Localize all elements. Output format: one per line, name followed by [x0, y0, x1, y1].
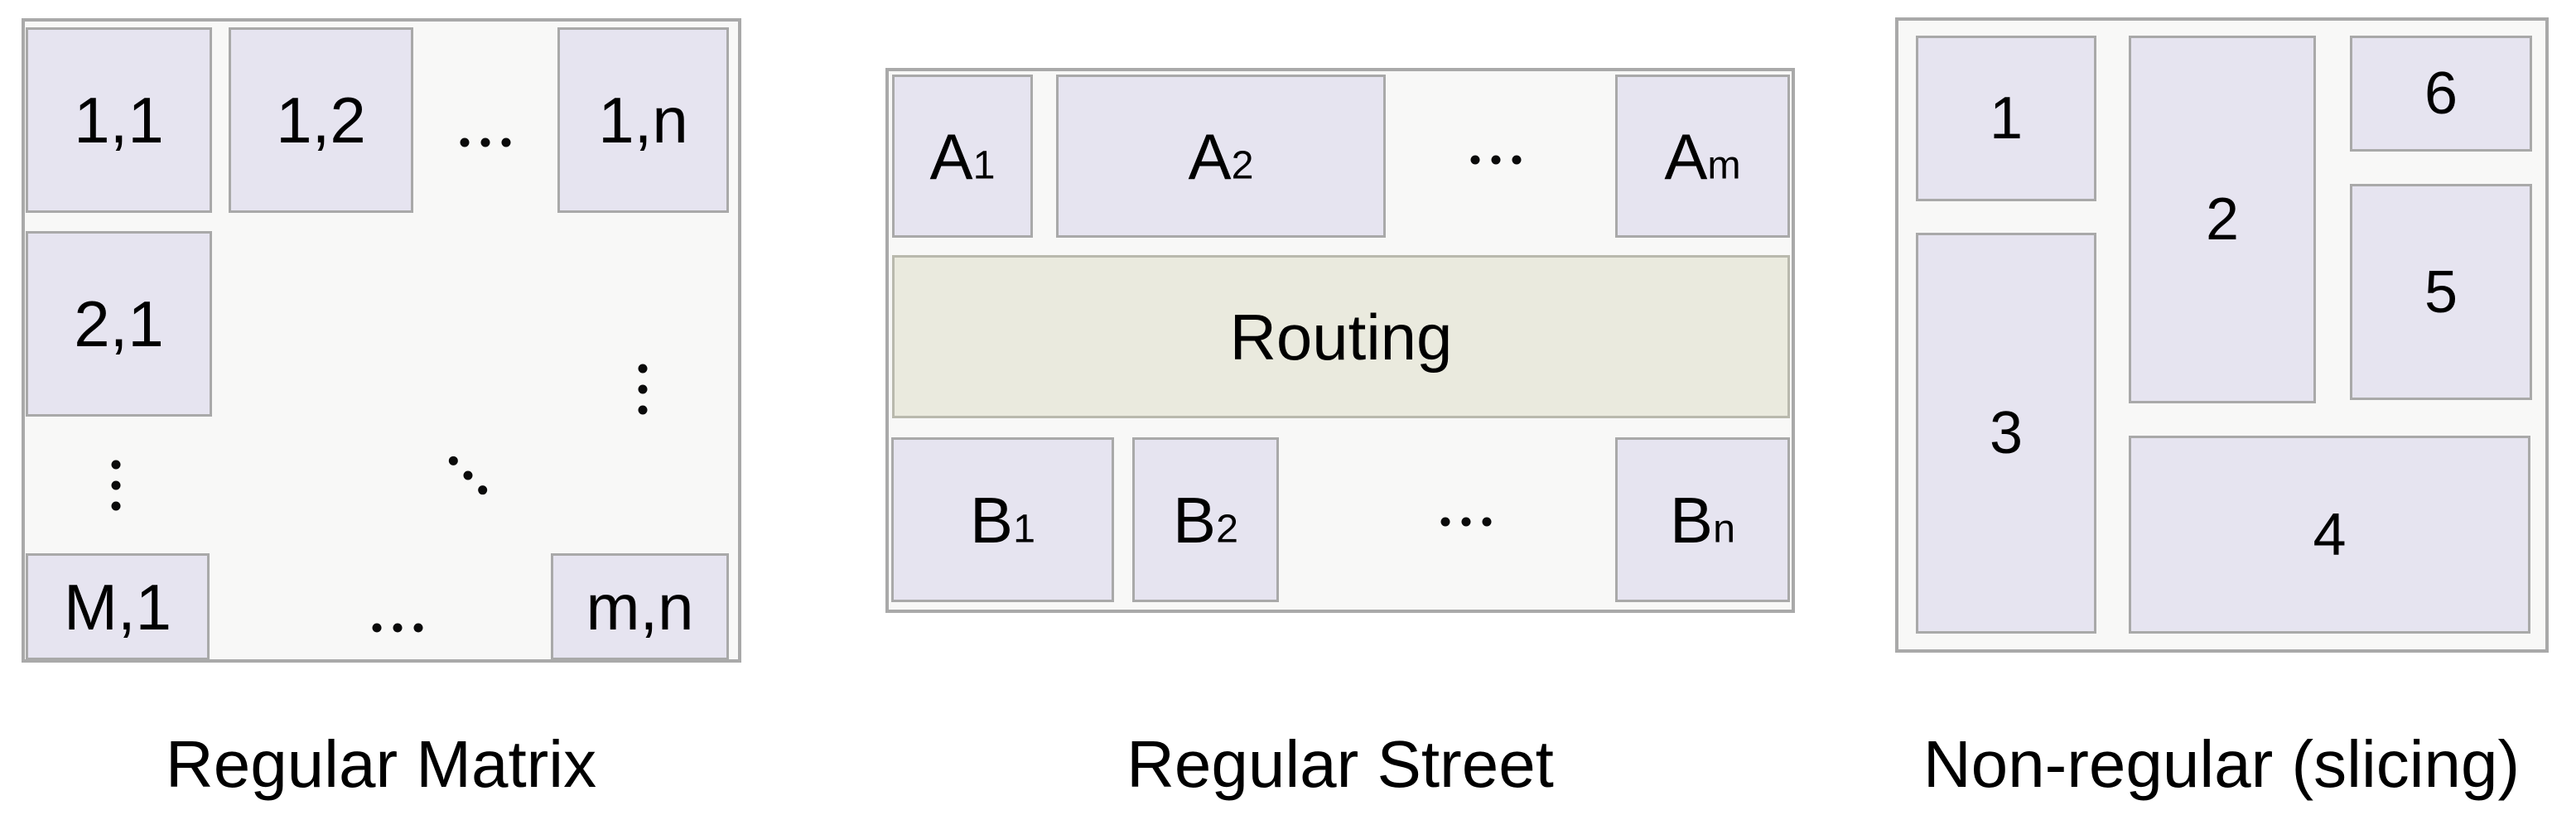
routing-band: Routing — [892, 255, 1790, 418]
ellipsis-dot — [111, 480, 121, 490]
ellipsis-diagonal-icon — [446, 454, 490, 497]
ellipsis-dot — [372, 623, 382, 633]
non-regular-slicing-cell: 6 — [2350, 36, 2532, 152]
ellipsis-dot — [111, 501, 121, 511]
cell-label-subscript: 2 — [1231, 142, 1254, 188]
cell-label: 1,n — [598, 84, 688, 157]
ellipsis-dot — [460, 137, 470, 147]
cell-label: 1,2 — [276, 84, 366, 157]
ellipsis-dot — [638, 364, 648, 374]
cell-label: A — [1188, 119, 1232, 193]
ellipsis-dot — [638, 384, 648, 394]
ellipsis-vertical-icon — [638, 364, 648, 415]
cell-label: 4 — [2313, 501, 2347, 568]
regular-matrix-cell: M,1 — [26, 553, 210, 660]
caption-regular-matrix: Regular Matrix — [165, 727, 597, 801]
non-regular-slicing-cell: 5 — [2350, 184, 2532, 400]
cell-label: 1,1 — [74, 84, 164, 157]
ellipsis-dot — [1491, 155, 1501, 165]
cell-label-subscript: 2 — [1216, 506, 1238, 552]
non-regular-slicing-cell: 4 — [2129, 436, 2530, 634]
cell-label: B — [970, 483, 1014, 557]
ellipsis-horizontal-icon — [1470, 155, 1522, 165]
non-regular-slicing-outer-box: 1 2 3 4 5 6 — [1895, 17, 2549, 653]
ellipsis-dot — [461, 469, 475, 482]
regular-matrix-cell: 2,1 — [26, 231, 212, 417]
ellipsis-horizontal-icon — [372, 623, 423, 633]
cell-label: B — [1670, 483, 1714, 557]
non-regular-slicing-cell: 2 — [2129, 36, 2316, 403]
ellipsis-dot — [413, 623, 423, 633]
cell-label: 2 — [2205, 186, 2240, 253]
cell-label: 5 — [2424, 258, 2458, 326]
cell-label-subscript: m — [1707, 142, 1741, 188]
regular-matrix-cell: 1,2 — [229, 27, 413, 213]
ellipsis-dot — [1482, 517, 1492, 527]
cell-label-subscript: 1 — [972, 142, 996, 188]
ellipsis-dot — [480, 137, 490, 147]
cell-label: B — [1173, 483, 1217, 557]
ellipsis-dot — [1440, 517, 1450, 527]
cell-label: M,1 — [63, 570, 172, 644]
cell-label: m,n — [586, 570, 694, 644]
cell-label-subscript: n — [1713, 506, 1735, 552]
ellipsis-dot — [475, 483, 490, 497]
ellipsis-dot — [1512, 155, 1522, 165]
ellipsis-dot — [111, 460, 121, 470]
ellipsis-dot — [501, 137, 511, 147]
cell-label: 6 — [2424, 60, 2458, 127]
ellipsis-dot — [393, 623, 403, 633]
ellipsis-dot — [1461, 517, 1471, 527]
cell-label: A — [1664, 119, 1708, 193]
cell-label: 3 — [1989, 400, 2024, 466]
ellipsis-horizontal-icon — [1440, 517, 1492, 527]
cell-label: A — [929, 119, 973, 193]
cell-label: 1 — [1989, 85, 2024, 152]
ellipsis-horizontal-icon — [460, 137, 511, 147]
ellipsis-dot — [638, 405, 648, 415]
cell-label: Routing — [1229, 300, 1453, 374]
ellipsis-dot — [1470, 155, 1480, 165]
regular-matrix-cell: m,n — [551, 553, 729, 660]
ellipsis-vertical-icon — [111, 460, 121, 511]
cell-label-subscript: 1 — [1013, 506, 1035, 552]
non-regular-slicing-cell: 1 — [1916, 36, 2096, 201]
ellipsis-dot — [446, 454, 461, 468]
regular-matrix-cell: 1,n — [557, 27, 729, 213]
cell-label: 2,1 — [74, 287, 164, 360]
regular-matrix-cell: 1,1 — [26, 27, 212, 213]
caption-non-regular-slicing: Non-regular (slicing) — [1922, 727, 2521, 801]
caption-regular-street: Regular Street — [1126, 727, 1554, 801]
non-regular-slicing-cell: 3 — [1916, 233, 2096, 634]
